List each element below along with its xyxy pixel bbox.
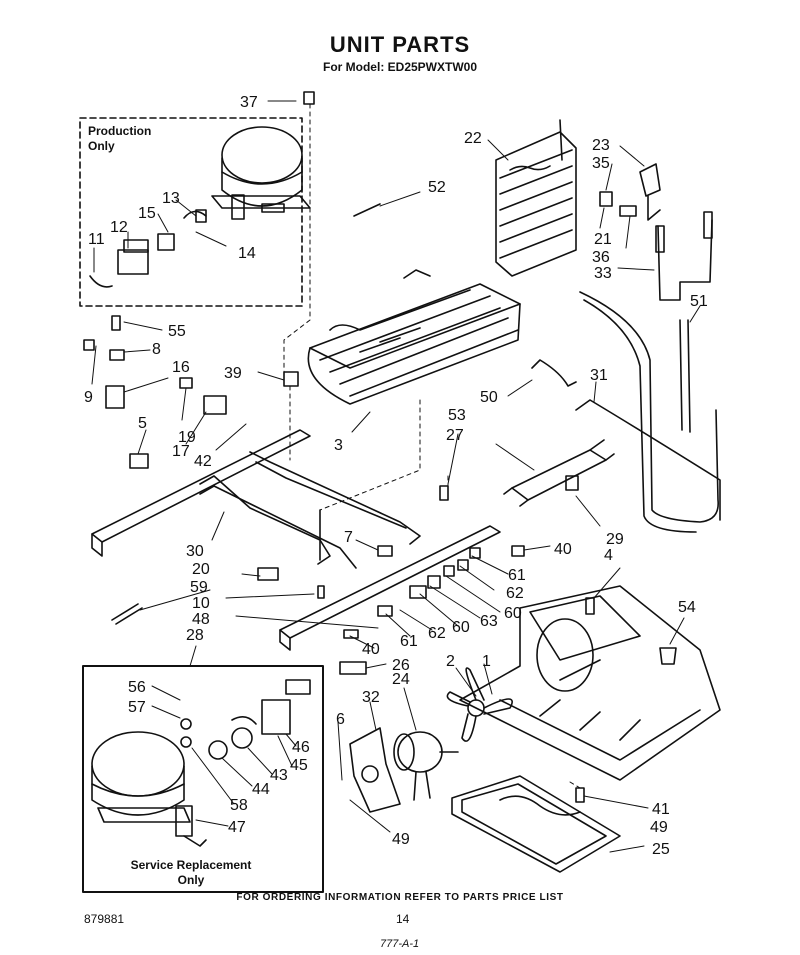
fan-blade — [446, 667, 513, 742]
callout-41: 41 — [652, 801, 670, 818]
service-label-line-1: Service Replacement — [130, 858, 252, 872]
callout-46: 46 — [292, 739, 310, 756]
callout-45: 45 — [290, 757, 308, 774]
callout-23: 23 — [592, 137, 610, 154]
page-title: UNIT PARTS — [329, 32, 471, 57]
callout-5: 5 — [138, 415, 147, 432]
callout-4: 4 — [604, 547, 613, 564]
callout-20: 20 — [192, 561, 210, 578]
base-pan — [459, 585, 721, 781]
defrost-parts — [599, 163, 713, 301]
callout-19: 19 — [178, 429, 196, 446]
callout-28: 28 — [186, 627, 204, 644]
callout-27: 27 — [446, 427, 464, 444]
callout-53: 53 — [448, 407, 466, 424]
callout-60-5: 60 — [452, 619, 470, 636]
callout-43: 43 — [270, 767, 288, 784]
production-only-box — [79, 117, 303, 307]
callout-32: 32 — [362, 689, 380, 706]
callout-9: 9 — [84, 389, 93, 406]
service-replacement-label: Service Replacement Only — [126, 858, 256, 888]
page-number: 14 — [396, 912, 410, 926]
callout-37: 37 — [240, 94, 258, 111]
callout-33: 33 — [594, 265, 612, 282]
callout-26: 26 — [392, 657, 410, 674]
callout-49-6: 49 — [650, 819, 668, 836]
callout-17: 17 — [172, 443, 190, 460]
callout-25: 25 — [652, 841, 670, 858]
callout-22: 22 — [464, 130, 482, 147]
callout-40-2: 40 — [362, 641, 380, 658]
fan-motor — [393, 731, 459, 801]
callout-52: 52 — [428, 179, 446, 196]
callout-10: 10 — [192, 595, 210, 612]
callout-60: 60 — [504, 605, 522, 622]
callout-44: 44 — [252, 781, 270, 798]
compressor-production — [211, 126, 311, 220]
callout-11: 11 — [88, 231, 105, 248]
callout-57: 57 — [128, 699, 146, 716]
condenser-coil — [307, 269, 521, 405]
callout-55: 55 — [168, 323, 186, 340]
drier — [503, 439, 615, 507]
callout-1: 1 — [482, 653, 491, 670]
callout-24: 24 — [392, 671, 410, 688]
compressor-service — [91, 679, 311, 847]
callout-14: 14 — [238, 245, 256, 262]
callout-29: 29 — [606, 531, 624, 548]
callout-48: 48 — [192, 611, 210, 628]
callout-30: 30 — [186, 543, 204, 560]
service-label-line-2: Only — [177, 873, 205, 887]
callout-3: 3 — [334, 437, 343, 454]
callout-7: 7 — [344, 529, 353, 546]
callout-6: 6 — [336, 711, 345, 728]
callout-42: 42 — [194, 453, 212, 470]
production-only-label: Production Only — [88, 124, 151, 154]
guide-lines — [283, 103, 581, 789]
callout-51: 51 — [690, 293, 708, 310]
callout-61-3: 61 — [400, 633, 418, 650]
callout-56: 56 — [128, 679, 146, 696]
callout-36: 36 — [592, 249, 610, 266]
callout-47: 47 — [228, 819, 246, 836]
callout-54: 54 — [678, 599, 696, 616]
ordering-info-note: FOR ORDERING INFORMATION REFER TO PARTS … — [236, 892, 564, 903]
callout-2: 2 — [446, 653, 455, 670]
clip — [531, 359, 577, 387]
callout-49: 49 — [392, 831, 410, 848]
tubing — [575, 291, 721, 533]
evaporator-coil — [495, 119, 577, 277]
callout-63: 63 — [480, 613, 498, 630]
callout-59: 59 — [190, 579, 208, 596]
callout-15: 15 — [138, 205, 156, 222]
callout-50: 50 — [480, 389, 498, 406]
motor-bracket — [349, 727, 401, 813]
callout-35: 35 — [592, 155, 610, 172]
document-number: 879881 — [84, 912, 125, 926]
production-label-line-1: Production — [88, 124, 152, 138]
leader-lines — [91, 100, 701, 853]
callout-21: 21 — [594, 231, 612, 248]
service-replacement-box — [82, 665, 324, 893]
callout-12: 12 — [110, 219, 128, 236]
callout-61: 61 — [508, 567, 526, 584]
relay-parts — [89, 209, 207, 288]
handwritten-mark: 777-A-1 — [380, 938, 420, 950]
frame-rails — [91, 429, 501, 651]
model-subtitle: For Model: ED25PWXTW00 — [322, 60, 477, 74]
callout-62-4: 62 — [428, 625, 446, 642]
callout-40: 40 — [554, 541, 572, 558]
water-pan — [451, 775, 621, 873]
production-label-line-2: Only — [88, 139, 115, 153]
callout-13: 13 — [162, 190, 180, 207]
callout-8: 8 — [152, 341, 161, 358]
callout-58: 58 — [230, 797, 248, 814]
callout-62: 62 — [506, 585, 524, 602]
callout-39: 39 — [224, 365, 242, 382]
callout-16: 16 — [172, 359, 190, 376]
callout-31: 31 — [590, 367, 608, 384]
